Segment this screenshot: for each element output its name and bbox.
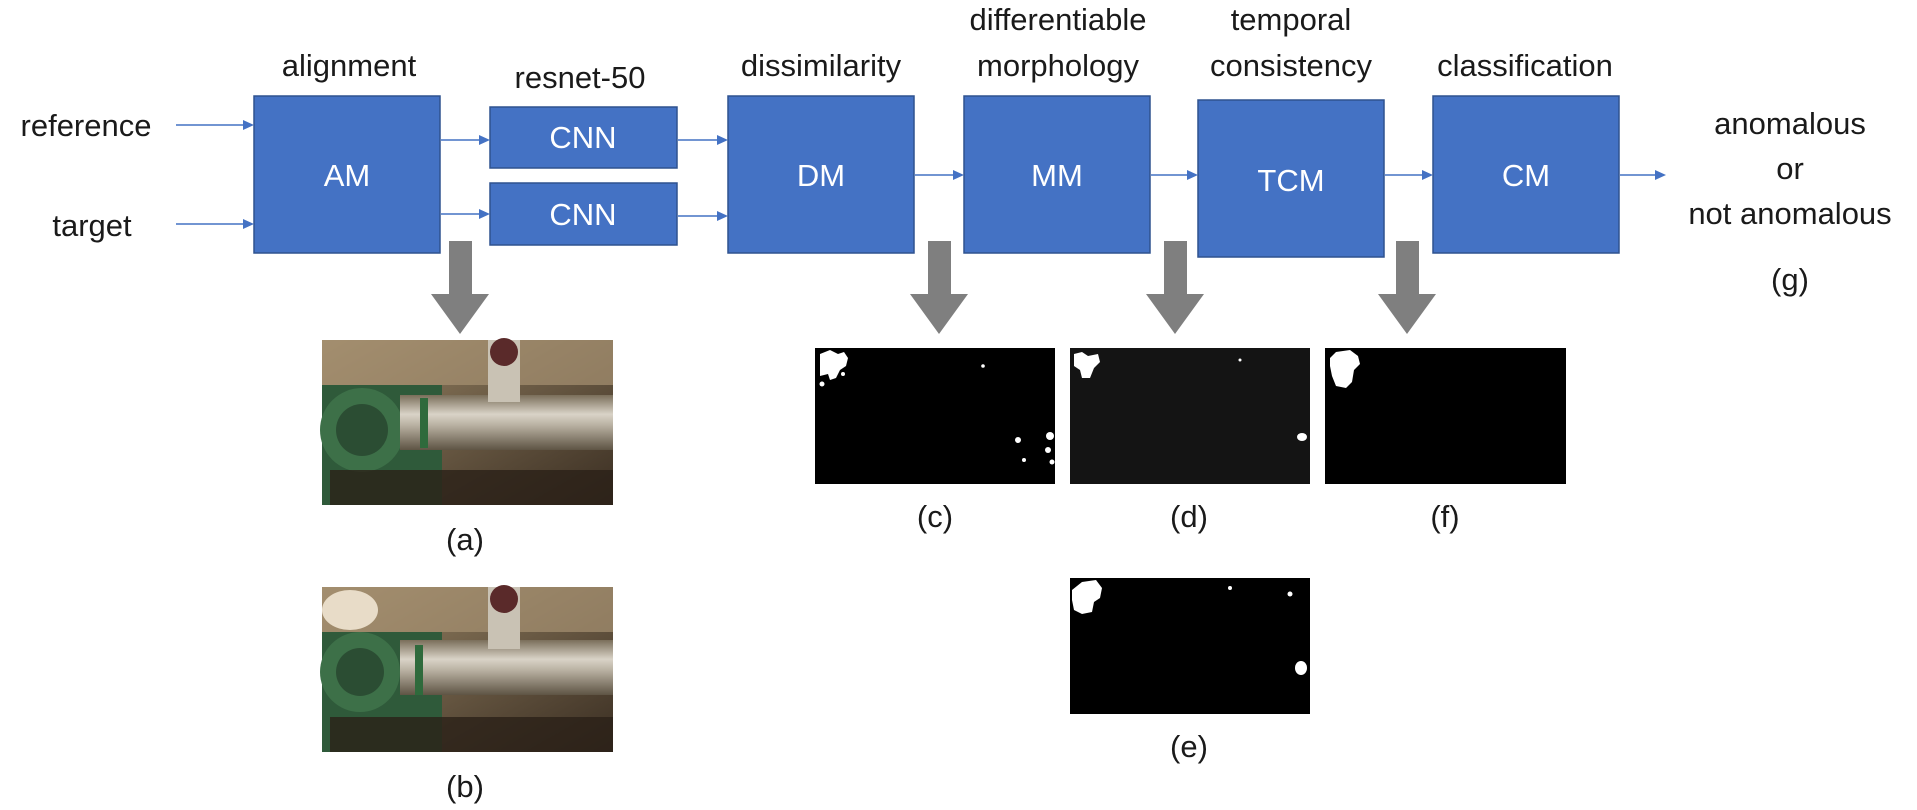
dm-box-label: DM xyxy=(797,158,845,193)
caption-b: (b) xyxy=(446,769,484,804)
temporal-title-line2: consistency xyxy=(1210,48,1372,83)
aligned-reference-image xyxy=(320,338,613,505)
reference-label: reference xyxy=(21,108,152,143)
cnn-box-top xyxy=(489,106,678,169)
connector-am-to-cnn-top xyxy=(441,135,490,145)
tcm-box xyxy=(1197,99,1385,258)
cm-box-label: CM xyxy=(1502,158,1550,193)
caption-g: (g) xyxy=(1771,262,1809,297)
morphology-title-line1: differentiable xyxy=(970,2,1147,37)
caption-a: (a) xyxy=(446,522,484,557)
alignment-title: alignment xyxy=(282,48,417,83)
mm-box-label: MM xyxy=(1031,158,1083,193)
down-arrow-alignment xyxy=(431,241,489,334)
connector-target-to-am xyxy=(176,219,254,229)
caption-c: (c) xyxy=(917,499,953,534)
classification-title: classification xyxy=(1437,48,1613,83)
temporal-consistency-map xyxy=(1325,348,1566,484)
connector-am-to-cnn-bottom xyxy=(441,209,490,219)
tcm-box-label: TCM xyxy=(1257,163,1324,198)
connector-cnn-top-to-dm xyxy=(678,135,728,145)
down-arrow-morphology xyxy=(1146,241,1204,334)
caption-d: (d) xyxy=(1170,499,1208,534)
connector-mm-to-tcm xyxy=(1151,170,1198,180)
connector-dm-to-mm xyxy=(915,170,964,180)
caption-f: (f) xyxy=(1430,499,1459,534)
morphology-map xyxy=(1070,348,1310,484)
output-line3: not anomalous xyxy=(1688,196,1891,231)
output-line2: or xyxy=(1776,151,1804,186)
am-box-label: AM xyxy=(324,158,371,193)
morphology-title-line2: morphology xyxy=(977,48,1139,83)
connector-cm-to-output xyxy=(1620,170,1666,180)
connector-cnn-bottom-to-dm xyxy=(678,211,728,221)
dm-box xyxy=(727,95,915,254)
dissimilarity-map xyxy=(815,348,1055,484)
down-arrow-classification xyxy=(1378,241,1436,334)
cnn-box-bottom-label: CNN xyxy=(549,197,616,232)
am-box xyxy=(253,95,441,254)
connector-reference-to-am xyxy=(176,120,254,130)
cm-box xyxy=(1432,95,1620,254)
dissimilarity-title: dissimilarity xyxy=(741,48,902,83)
mm-box xyxy=(963,95,1151,254)
target-label: target xyxy=(52,208,132,243)
connector-tcm-to-cm xyxy=(1385,170,1433,180)
caption-e: (e) xyxy=(1170,729,1208,764)
morphology-map-binarized xyxy=(1070,578,1310,714)
down-arrow-dissimilarity xyxy=(910,241,968,334)
target-image xyxy=(320,585,613,752)
temporal-title-line1: temporal xyxy=(1231,2,1352,37)
cnn-box-top-label: CNN xyxy=(549,120,616,155)
cnn-box-bottom xyxy=(489,182,678,246)
output-line1: anomalous xyxy=(1714,106,1866,141)
resnet-title: resnet-50 xyxy=(515,60,646,95)
